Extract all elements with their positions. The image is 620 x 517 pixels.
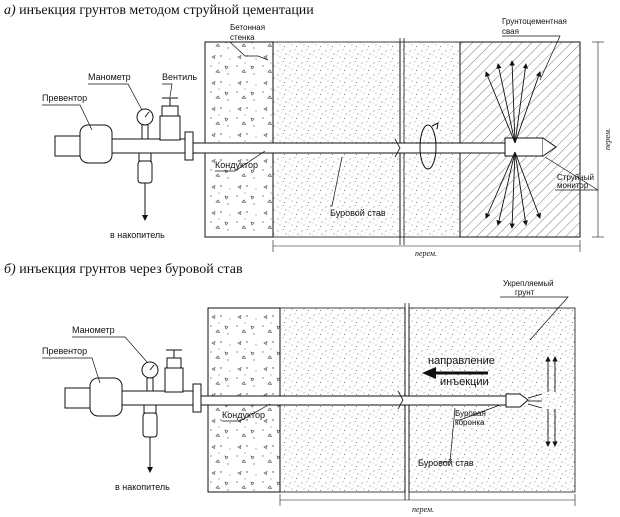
soil-block-a2 — [399, 41, 461, 238]
label-var-horizontal-a: перем. — [415, 249, 437, 258]
valve-a — [159, 115, 181, 141]
part-a-diagram: Манометр Вентиль Превентор Бетонная стен… — [42, 17, 612, 258]
title-a-text: инъекция грунтов методом струйной цемент… — [19, 3, 314, 18]
label-conductor-b: Кондуктор — [222, 410, 265, 420]
drill-string-a — [184, 142, 516, 154]
title-part-a: а) инъекция грунтов методом струйной цем… — [4, 3, 314, 19]
injection-arrows — [545, 356, 558, 447]
concrete-wall-a — [204, 41, 274, 238]
drill-bit — [505, 393, 529, 408]
label-var-vertical-a: перем. — [603, 128, 612, 150]
injection-direction-arrow — [422, 367, 488, 379]
label-to-storage-b: в накопитель — [115, 482, 170, 492]
jet-monitor — [504, 137, 544, 157]
label-to-storage-a: в накопитель — [110, 230, 165, 240]
label-reinforced-soil-1: Укрепляемый — [503, 279, 554, 288]
label-manometer-a: Манометр — [88, 72, 131, 82]
label-soil-cement-1: Грунтоцементная — [502, 17, 567, 26]
label-injection-direction-1: направление — [428, 355, 495, 367]
label-soil-cement-2: свая — [502, 27, 519, 36]
leader-lines-a — [42, 35, 599, 207]
label-concrete-wall-1: Бетонная — [230, 23, 265, 32]
soil-block-a1 — [272, 41, 401, 238]
label-valve-a: Вентиль — [162, 72, 197, 82]
dimensions-b — [279, 494, 576, 506]
jet-fan-up — [485, 60, 542, 144]
drill-string-b — [191, 395, 513, 406]
label-jet-monitor-1: Струйный — [557, 173, 594, 182]
label-concrete-wall-2: стенка — [230, 33, 255, 42]
dimensions-a — [272, 41, 604, 252]
jet-fan-down — [485, 151, 541, 229]
part-b-diagram: Манометр Превентор Укрепляемый грунт нап… — [42, 279, 576, 514]
title-part-b: б) инъекция грунтов через буровой став — [4, 262, 243, 278]
title-a-letter: а) — [4, 3, 16, 18]
label-drill-string-a: Буровой став — [330, 208, 386, 218]
pipeline-a — [54, 97, 194, 221]
label-preventer-a: Превентор — [42, 93, 87, 103]
label-drill-string-b: Буровой став — [418, 458, 474, 468]
preventer-a — [79, 124, 113, 164]
label-drill-bit-2: коронка — [455, 418, 485, 427]
preventer-b — [89, 377, 123, 417]
label-var-horizontal-b: перем. — [412, 505, 434, 514]
label-drill-bit-1: Буровая — [455, 409, 486, 418]
rotation-indicator — [419, 124, 437, 170]
label-reinforced-soil-2: грунт — [515, 288, 535, 297]
label-injection-direction-2: инъекции — [440, 376, 489, 388]
title-b-text: инъекция грунтов через буровой став — [19, 262, 243, 277]
pipeline-b — [64, 349, 202, 473]
title-b-letter: б) — [4, 262, 16, 277]
label-preventer-b: Превентор — [42, 346, 87, 356]
label-jet-monitor-2: монитор — [557, 181, 589, 190]
valve-b — [164, 367, 184, 393]
label-conductor-a: Кондуктор — [215, 160, 258, 170]
label-manometer-b: Манометр — [72, 325, 115, 335]
leader-lines-b — [42, 296, 569, 463]
